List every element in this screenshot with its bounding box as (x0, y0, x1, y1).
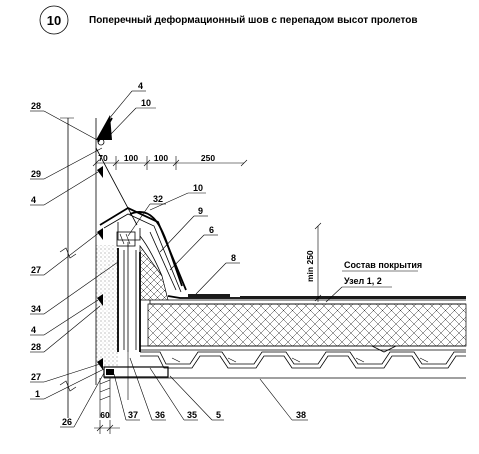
callout-5: 5 (216, 410, 221, 420)
callout-32: 32 (153, 194, 163, 204)
callout-4-upper: 4 (31, 195, 36, 205)
upstand-insulation (139, 244, 169, 301)
lower-support (99, 366, 466, 418)
callout-28-top: 28 (31, 101, 41, 111)
callout-38: 38 (296, 410, 306, 420)
dim-100-a: 100 (124, 153, 138, 163)
joint-posts (117, 242, 141, 400)
vertical-dimension: min 250 (305, 222, 322, 302)
callout-36: 36 (155, 410, 165, 420)
dim-min-250: min 250 (305, 250, 315, 282)
bottom-callouts: 37 36 35 5 38 (113, 357, 308, 421)
dim-250: 250 (201, 153, 215, 163)
callout-27-lower: 27 (31, 372, 41, 382)
bottom-dimension: 60 (94, 410, 120, 434)
roof-note: Состав покрытия Узел 1, 2 (325, 260, 422, 303)
dim-70: 70 (98, 153, 108, 163)
callout-4-top: 4 (138, 81, 143, 91)
page-title: Поперечный деформационный шов с перепадо… (89, 14, 418, 26)
callout-34: 34 (31, 304, 41, 314)
callout-37: 37 (128, 410, 138, 420)
callout-28-lower: 28 (31, 342, 41, 352)
steel-deck (140, 345, 466, 369)
expansion-cap (99, 206, 187, 293)
roof-layers (140, 294, 467, 351)
callout-10-mid: 10 (193, 183, 203, 193)
callout-9: 9 (198, 206, 203, 216)
callout-26: 26 (62, 417, 72, 427)
roof-note-line1: Состав покрытия (344, 260, 422, 270)
callout-6: 6 (209, 225, 214, 235)
callout-10-top: 10 (141, 98, 151, 108)
roof-note-line2: Узел 1, 2 (344, 276, 382, 286)
top-flashing (95, 115, 138, 226)
dim-100-b: 100 (154, 153, 168, 163)
detail-number: 10 (47, 13, 61, 28)
callout-35: 35 (187, 410, 197, 420)
left-callouts: 28 29 4 27 34 4 28 27 1 26 (30, 101, 119, 428)
detail-number-badge: 10 (39, 5, 69, 35)
top-callouts: 4 10 32 10 9 6 8 (107, 81, 240, 295)
callout-4-lower: 4 (31, 325, 36, 335)
callout-29: 29 (31, 169, 41, 179)
dim-60: 60 (100, 410, 110, 420)
callout-1: 1 (35, 389, 40, 399)
top-dimension-chain: 70 100 100 250 (92, 153, 248, 170)
callout-8: 8 (231, 253, 236, 263)
callout-27-upper: 27 (31, 265, 41, 275)
upper-wall (59, 117, 118, 418)
